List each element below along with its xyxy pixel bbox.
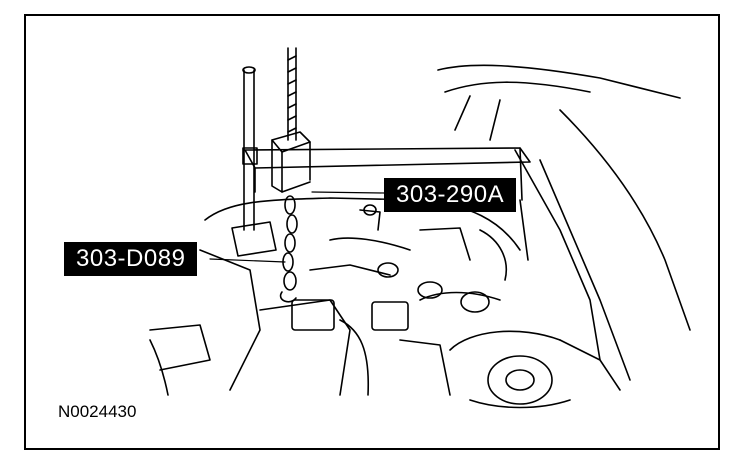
support-post (231, 66, 277, 257)
lifting-chain (279, 195, 298, 303)
leader-line-303-d089 (209, 258, 286, 263)
engine-components (149, 197, 621, 409)
lifting-bracket (242, 147, 531, 261)
figure-frame (24, 14, 720, 450)
fender-outline (437, 64, 691, 381)
hook-block (271, 131, 311, 193)
threaded-rod (287, 47, 297, 141)
callout-303-290a: 303-290A (384, 178, 517, 212)
callout-303-d089: 303-D089 (64, 242, 198, 276)
leader-line-303-290a (311, 191, 385, 194)
figure-number: N0024430 (58, 402, 137, 421)
